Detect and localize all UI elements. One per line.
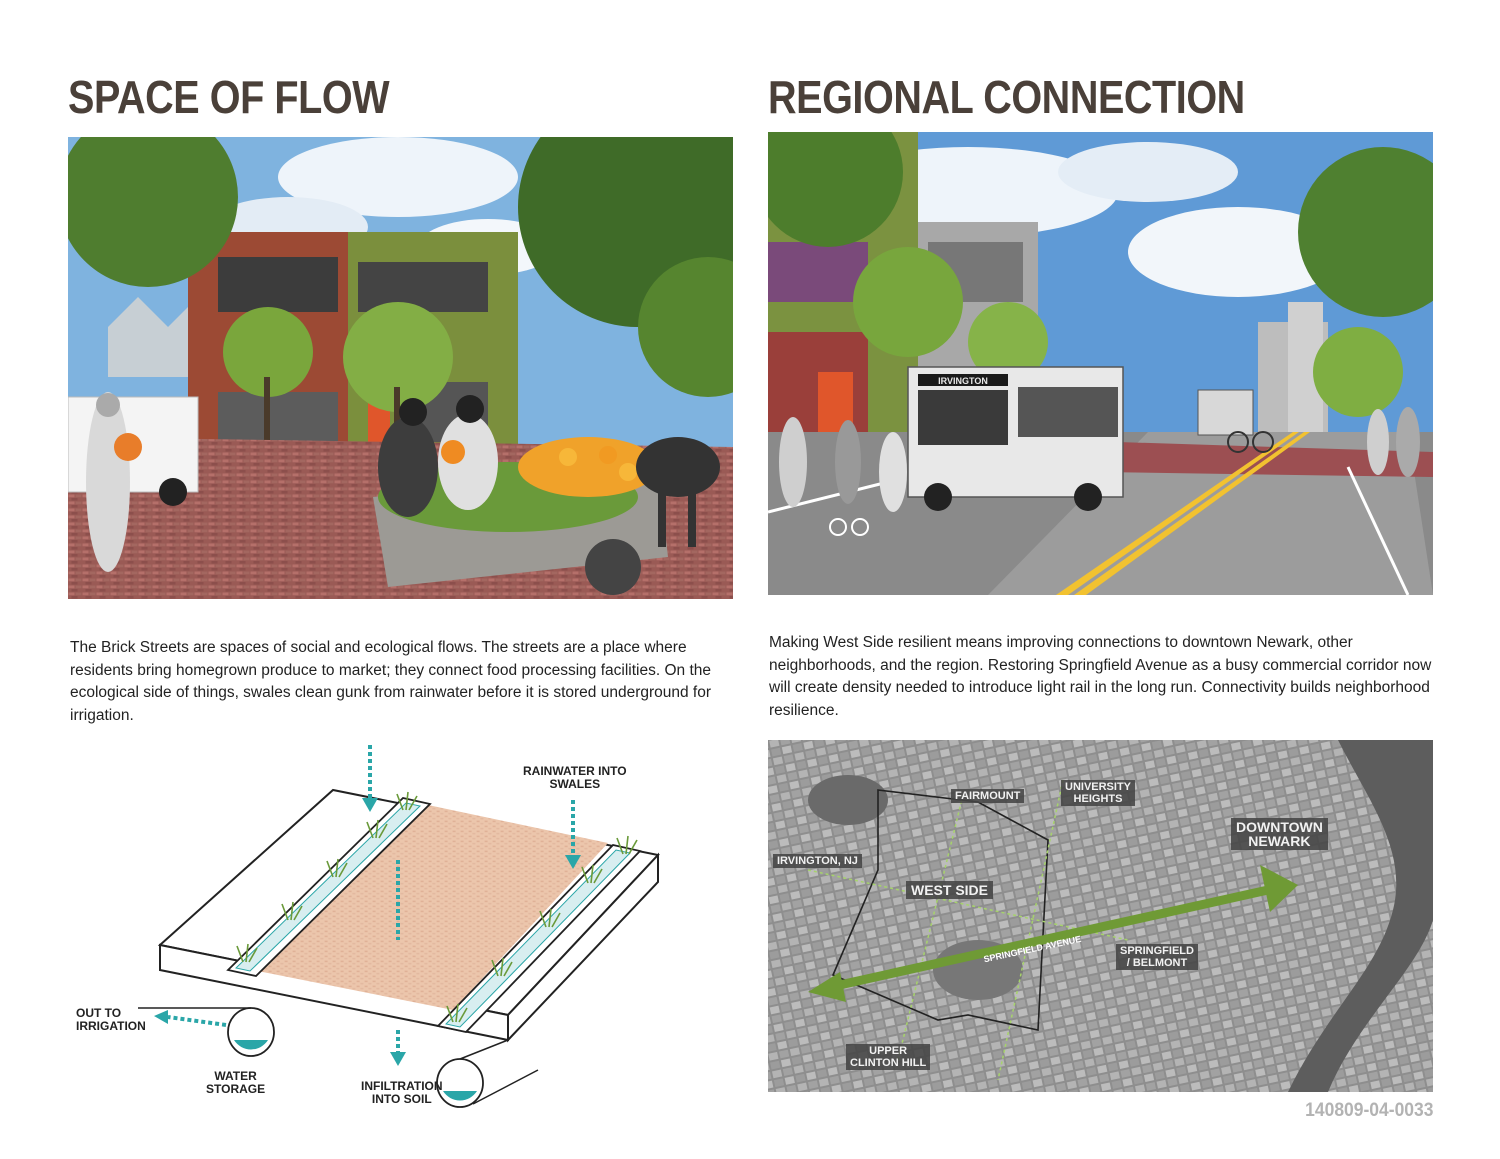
label-west-side: WEST SIDE xyxy=(906,881,994,899)
label-springfield-belmont: SPRINGFIELD/ BELMONT xyxy=(1116,944,1198,970)
title-regional-connection: REGIONAL CONNECTION xyxy=(768,71,1245,123)
label-irvington-nj: IRVINGTON, NJ xyxy=(773,854,862,868)
title-space-of-flow: SPACE OF FLOW xyxy=(68,71,390,123)
paragraph-space-of-flow: The Brick Streets are spaces of social a… xyxy=(70,639,712,724)
sheet-code: 140809-04-0033 xyxy=(1304,1100,1433,1121)
label-fairmount: FAIRMOUNT xyxy=(951,789,1025,803)
bus-destination-sign: IRVINGTON xyxy=(938,376,988,386)
rendering-springfield-avenue-bus: IRVINGTON xyxy=(768,132,1433,595)
rendering-brick-street-market xyxy=(68,137,733,599)
paragraph-regional-connection: Making West Side resilient means improvi… xyxy=(769,634,1432,719)
